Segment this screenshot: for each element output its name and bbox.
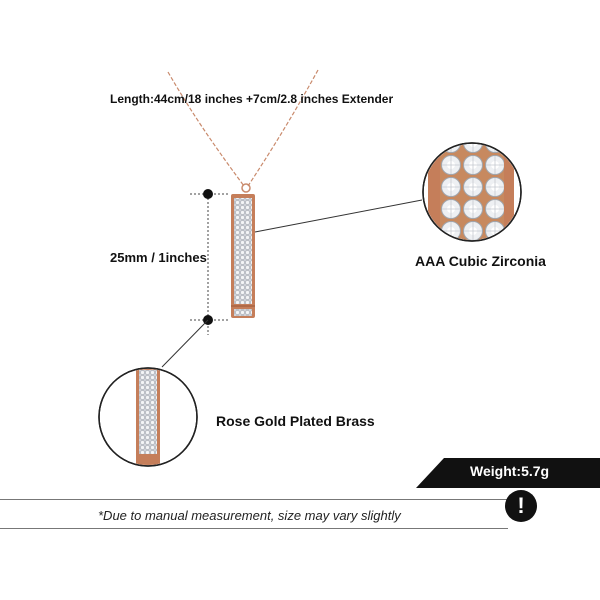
stone-type-label: AAA Cubic Zirconia <box>415 253 546 269</box>
zirconia-leader-line <box>254 199 423 233</box>
chain-bail <box>241 183 251 193</box>
material-zoom-circle <box>98 367 198 467</box>
material-label: Rose Gold Plated Brass <box>216 413 375 429</box>
weight-banner <box>416 458 600 488</box>
chain <box>167 69 319 187</box>
notice-bar <box>0 499 508 529</box>
zirconia-zoom-circle <box>422 142 522 242</box>
material-leader-line <box>161 319 209 368</box>
pendant-bar <box>231 194 255 318</box>
measurement-notice: *Due to manual measurement, size may var… <box>98 508 401 523</box>
pendant-size-label: 25mm / 1inches <box>110 250 207 265</box>
chain-length-label: Length:44cm/18 inches +7cm/2.8 inches Ex… <box>110 92 394 106</box>
weight-label: Weight:5.7g <box>470 463 550 479</box>
exclamation-icon: ! <box>505 490 537 522</box>
